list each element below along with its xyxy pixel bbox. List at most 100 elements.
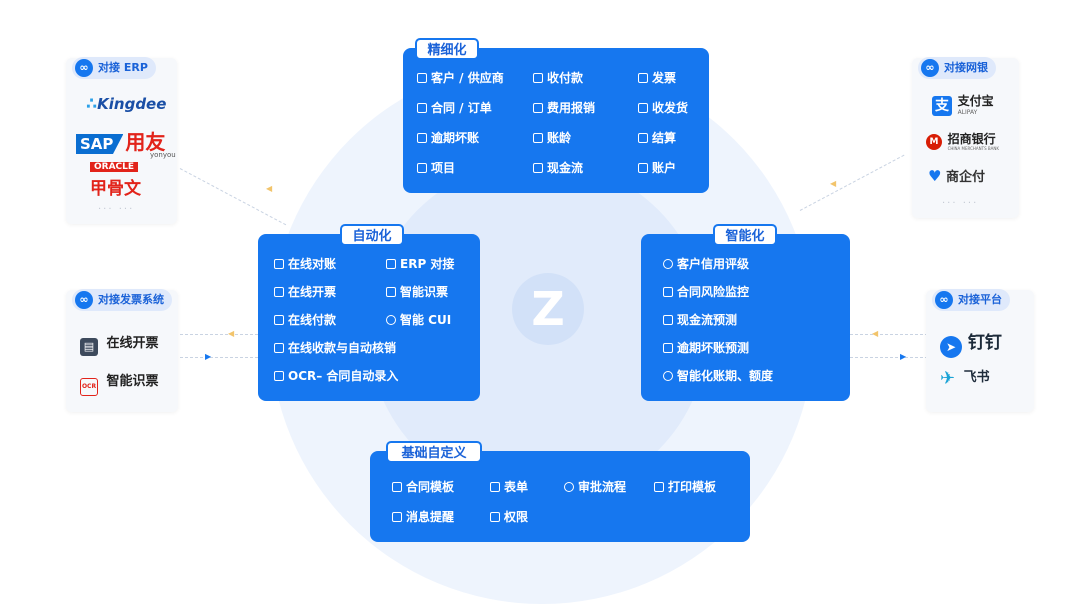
arrow-platform-out: ◀ xyxy=(872,329,879,338)
account-icon xyxy=(638,163,648,173)
calculator-icon xyxy=(638,133,648,143)
automation-item-erp: ERP 对接 xyxy=(386,256,454,272)
online-reconcile-icon xyxy=(274,259,284,269)
refined-item-customer: 客户 / 供应商 xyxy=(417,70,504,86)
platform-item-dingtalk: ➤ 钉钉 xyxy=(940,328,1002,358)
automation-item-invoice: 在线开票 xyxy=(274,284,336,300)
user-icon xyxy=(417,73,427,83)
panel-intelligence-title: 智能化 xyxy=(713,224,777,246)
payment-icon xyxy=(274,315,284,325)
arrow-invoice-out: ◀ xyxy=(228,329,235,338)
risk-monitor-icon xyxy=(663,287,673,297)
quota-icon xyxy=(663,371,673,381)
automation-item-reconcile: 在线对账 xyxy=(274,256,336,272)
qiyefu-logo: ♥ 商企付 xyxy=(928,167,985,185)
invoice-icon xyxy=(274,287,284,297)
cmb-icon: M xyxy=(926,134,942,150)
invoice-system-card: ∞对接发票系统 ▤ 在线开票 OCR 智能识票 xyxy=(66,289,178,412)
oracle-cn-logo: 甲骨文 xyxy=(90,179,141,199)
custom-item-print: 打印模板 xyxy=(654,479,716,495)
connector-invoice-in xyxy=(180,357,258,358)
custom-item-approval: 审批流程 xyxy=(564,479,626,495)
erp-tag: ∞对接 ERP xyxy=(72,57,156,79)
arrow-invoice-in: ▶ xyxy=(205,352,212,361)
alipay-icon: 支 xyxy=(932,96,952,116)
bank-tag: ∞对接网银 xyxy=(918,57,996,79)
automation-item-pay: 在线付款 xyxy=(274,312,336,328)
cashflow-icon xyxy=(533,163,543,173)
cui-icon xyxy=(386,315,396,325)
ocr-icon: OCR xyxy=(80,378,98,396)
custom-item-message: 消息提醒 xyxy=(392,509,454,525)
panel-automation-title: 自动化 xyxy=(340,224,404,246)
arrow-erp: ◀ xyxy=(266,184,273,193)
automation-item-cui: 智能 CUI xyxy=(386,312,451,328)
refined-item-account: 账户 xyxy=(638,160,676,176)
qiyefu-icon: ♥ xyxy=(928,167,942,185)
form-icon xyxy=(490,482,500,492)
invoice-system-item-invoice: ▤ 在线开票 xyxy=(80,332,159,356)
feishu-icon: ✈ xyxy=(940,368,956,389)
receive-icon xyxy=(274,343,284,353)
panel-custom: 基础自定义 合同模板 表单 审批流程 打印模板 消息提醒 权限 xyxy=(370,441,750,542)
automation-item-scan: 智能识票 xyxy=(386,284,448,300)
link-icon: ∞ xyxy=(75,291,93,309)
monitor-icon xyxy=(533,73,543,83)
refined-item-bad-debt: 逾期坏账 xyxy=(417,130,479,146)
kingdee-dots-icon: ∴ xyxy=(86,94,98,113)
contract-template-icon xyxy=(392,482,402,492)
delivery-icon xyxy=(638,103,648,113)
bad-debt-icon xyxy=(417,133,427,143)
project-icon xyxy=(417,163,427,173)
alipay-logo: 支 支付宝 ALIPAY xyxy=(932,95,994,118)
aging-icon xyxy=(533,133,543,143)
sap-logo: SAP xyxy=(76,134,124,154)
refined-item-project: 项目 xyxy=(417,160,455,176)
platform-item-feishu: ✈ 飞书 xyxy=(940,368,990,389)
forecast-icon xyxy=(663,315,673,325)
oracle-logo: ORACLE xyxy=(90,162,139,172)
bank-more: ··· ··· xyxy=(942,198,979,209)
platform-tag: ∞对接平台 xyxy=(932,289,1010,311)
center-logo: Z xyxy=(512,273,584,345)
panel-custom-title: 基础自定义 xyxy=(386,441,482,463)
expense-icon xyxy=(533,103,543,113)
permission-icon xyxy=(490,512,500,522)
refined-item-expense: 费用报销 xyxy=(533,100,595,116)
refined-item-settlement: 结算 xyxy=(638,130,676,146)
panel-automation: 自动化 在线对账 ERP 对接 在线开票 智能识票 在线付款 智能 CUI 在线… xyxy=(258,224,480,401)
intelligence-item-bad-debt: 逾期坏账预测 xyxy=(663,340,749,356)
arrow-platform-in: ▶ xyxy=(900,352,907,361)
refined-item-delivery: 收发货 xyxy=(638,100,688,116)
automation-item-ocr: OCR– 合同自动录入 xyxy=(274,368,398,384)
receipt-icon xyxy=(638,73,648,83)
erp-icon xyxy=(386,259,396,269)
erp-more: ··· ··· xyxy=(98,204,135,215)
link-icon: ∞ xyxy=(921,59,939,77)
cmb-logo: M 招商银行 CHINA MERCHANTS BANK xyxy=(926,133,999,154)
connector-platform-out xyxy=(850,334,928,335)
intelligence-item-quota: 智能化账期、额度 xyxy=(663,368,773,384)
panel-refined-title: 精细化 xyxy=(415,38,479,60)
refined-item-invoice: 发票 xyxy=(638,70,676,86)
kingdee-logo: ∴Kingdee xyxy=(86,94,167,113)
scan-icon xyxy=(386,287,396,297)
invoice-icon: ▤ xyxy=(80,338,98,356)
yonyou-sub: yonyou xyxy=(150,151,176,159)
custom-item-form: 表单 xyxy=(490,479,528,495)
intelligence-item-risk: 合同风险监控 xyxy=(663,284,749,300)
bad-debt-forecast-icon xyxy=(663,343,673,353)
connector-invoice-out xyxy=(180,334,258,335)
refined-item-aging: 账龄 xyxy=(533,130,571,146)
printer-icon xyxy=(654,482,664,492)
yonyou-logo: 用友 xyxy=(125,130,166,154)
ocr-icon xyxy=(274,371,284,381)
center-logo-text: Z xyxy=(531,282,565,336)
custom-item-permission: 权限 xyxy=(490,509,528,525)
custom-item-contract-template: 合同模板 xyxy=(392,479,454,495)
contract-icon xyxy=(417,103,427,113)
intelligence-item-credit: 客户信用评级 xyxy=(663,256,749,272)
refined-item-contract: 合同 / 订单 xyxy=(417,100,492,116)
